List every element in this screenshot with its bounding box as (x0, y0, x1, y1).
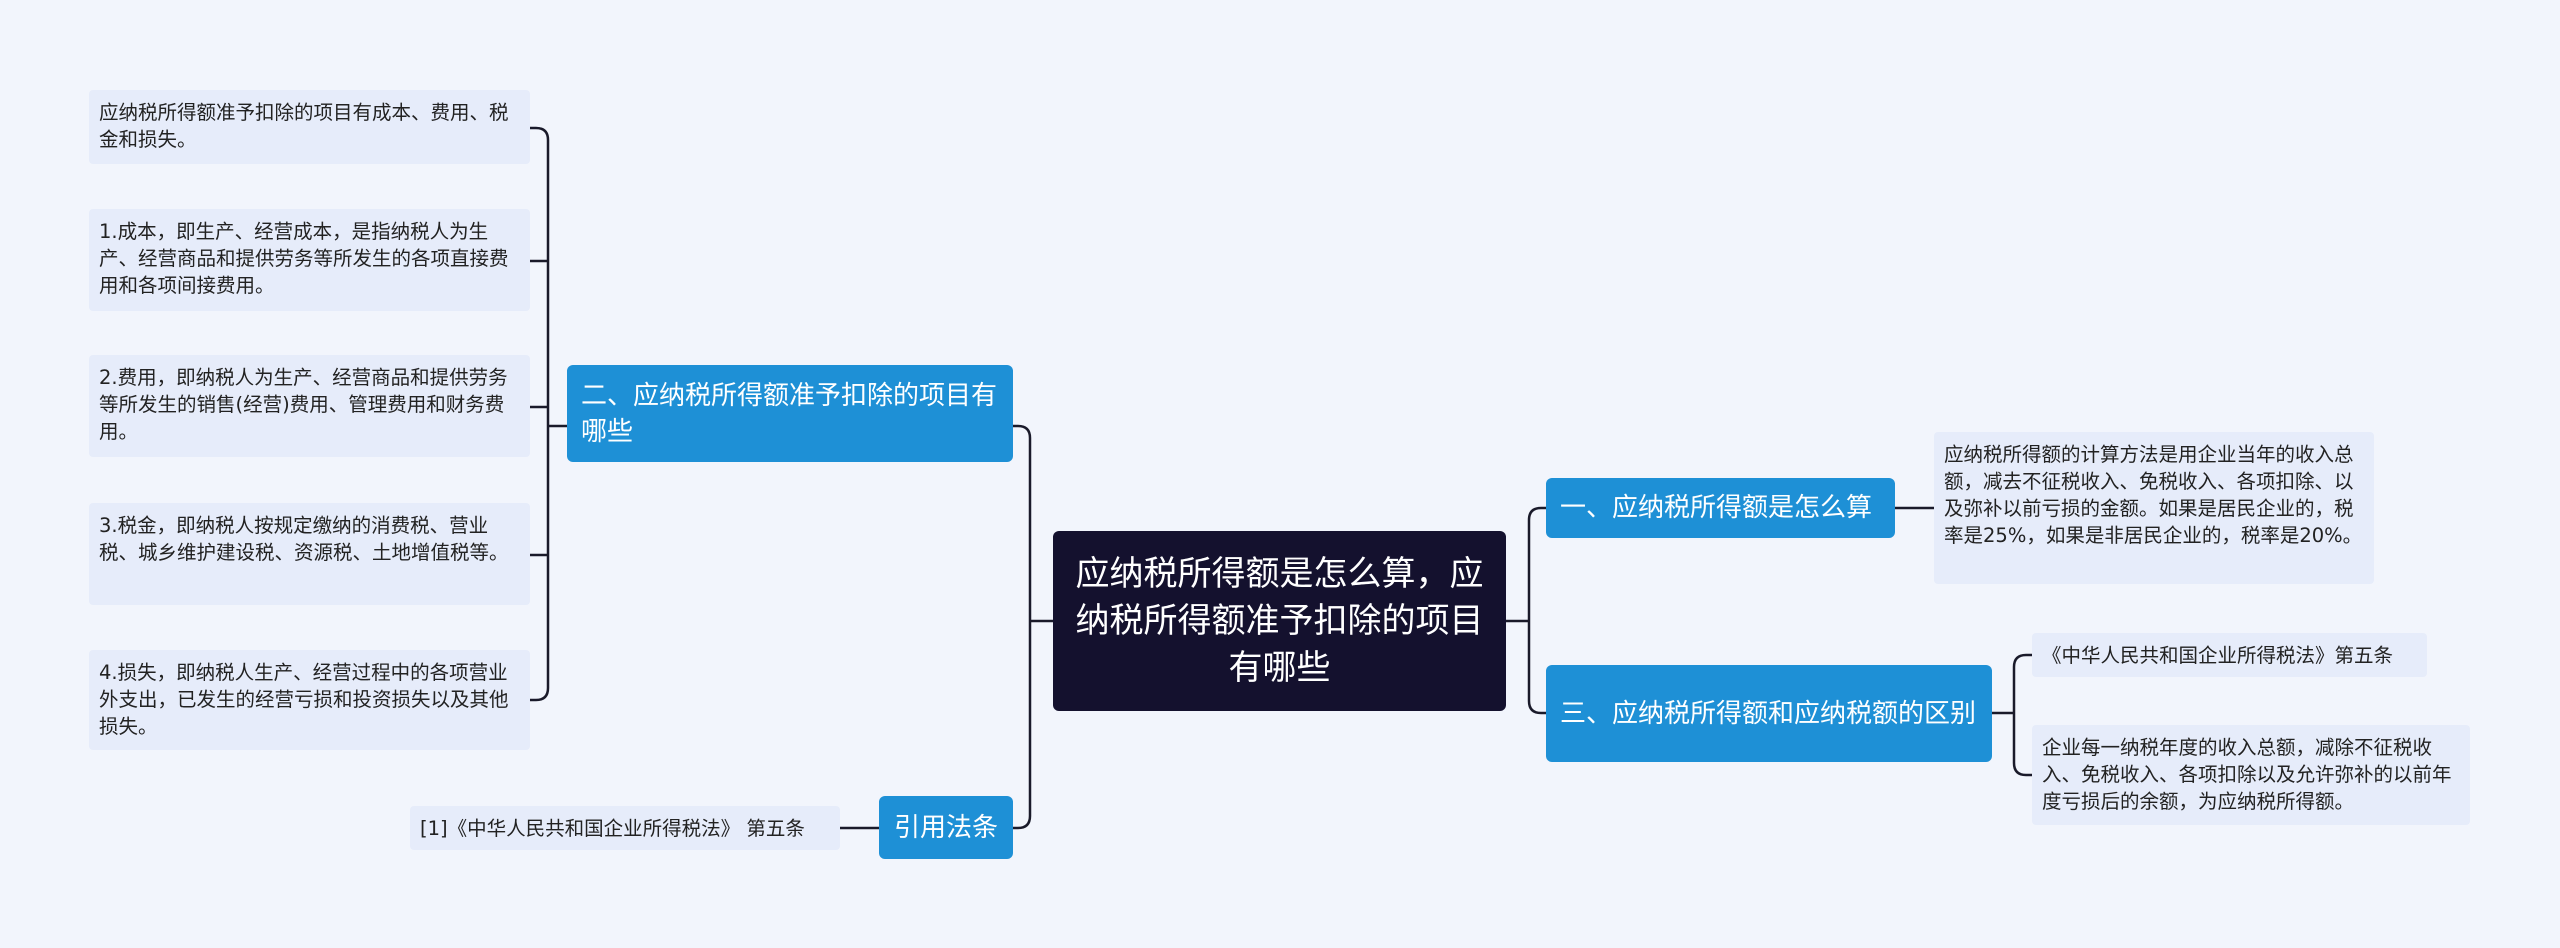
leaf-text: 2.费用，即纳税人为生产、经营商品和提供劳务等所发生的销售(经营)费用、管理费用… (99, 366, 508, 443)
connector-difference-trunk (2012, 653, 2027, 777)
connector-left-trunk (1017, 424, 1032, 830)
branch-how-to-calculate[interactable]: 一、应纳税所得额是怎么算 (1546, 478, 1895, 538)
leaf-text: 3.税金，即纳税人按规定缴纳的消费税、营业税、城乡维护建设税、资源税、土地增值税… (99, 514, 509, 564)
connector-deductible-trunk (535, 126, 550, 702)
leaf-text: 4.损失，即纳税人生产、经营过程中的各项营业外支出，已发生的经营亏损和投资损失以… (99, 661, 509, 738)
leaf-deductible-tax[interactable]: 3.税金，即纳税人按规定缴纳的消费税、营业税、城乡维护建设税、资源税、土地增值税… (89, 503, 530, 605)
branch-how-to-calculate-label: 一、应纳税所得额是怎么算 (1560, 493, 1873, 523)
leaf-deductible-expense[interactable]: 2.费用，即纳税人为生产、经营商品和提供劳务等所发生的销售(经营)费用、管理费用… (89, 355, 530, 457)
branch-difference[interactable]: 三、应纳税所得额和应纳税额的区别 (1546, 665, 1992, 762)
root-topic-label: 应纳税所得额是怎么算，应纳税所得额准予扣除的项目有哪些 (1075, 553, 1484, 688)
leaf-text: 应纳税所得额的计算方法是用企业当年的收入总额，减去不征税收入、免税收入、各项扣除… (1944, 443, 2363, 547)
branch-deductible-items-label: 二、应纳税所得额准予扣除的项目有哪些 (581, 380, 998, 447)
leaf-text: 应纳税所得额准予扣除的项目有成本、费用、税金和损失。 (99, 101, 509, 151)
leaf-text: 1.成本，即生产、经营成本，是指纳税人为生产、经营商品和提供劳务等所发生的各项直… (99, 220, 509, 297)
leaf-cited-law[interactable]: [1]《中华人民共和国企业所得税法》 第五条 (410, 806, 840, 850)
branch-cited-law-label: 引用法条 (893, 812, 998, 843)
leaf-text: 企业每一纳税年度的收入总额，减除不征税收入、免税收入、各项扣除以及允许弥补的以前… (2042, 736, 2452, 813)
branch-deductible-items[interactable]: 二、应纳税所得额准予扣除的项目有哪些 (567, 365, 1013, 462)
leaf-deductible-overview[interactable]: 应纳税所得额准予扣除的项目有成本、费用、税金和损失。 (89, 90, 530, 164)
leaf-difference-definition[interactable]: 企业每一纳税年度的收入总额，减除不征税收入、免税收入、各项扣除以及允许弥补的以前… (2032, 725, 2470, 825)
leaf-calculation-method[interactable]: 应纳税所得额的计算方法是用企业当年的收入总额，减去不征税收入、免税收入、各项扣除… (1934, 432, 2374, 584)
leaf-text: [1]《中华人民共和国企业所得税法》 第五条 (420, 816, 805, 840)
leaf-deductible-loss[interactable]: 4.损失，即纳税人生产、经营过程中的各项营业外支出，已发生的经营亏损和投资损失以… (89, 650, 530, 750)
leaf-deductible-cost[interactable]: 1.成本，即生产、经营成本，是指纳税人为生产、经营商品和提供劳务等所发生的各项直… (89, 209, 530, 311)
root-topic[interactable]: 应纳税所得额是怎么算，应纳税所得额准予扣除的项目有哪些 (1053, 531, 1506, 711)
leaf-difference-law[interactable]: 《中华人民共和国企业所得税法》第五条 (2032, 633, 2427, 677)
leaf-text: 《中华人民共和国企业所得税法》第五条 (2042, 643, 2394, 667)
branch-difference-label: 三、应纳税所得额和应纳税额的区别 (1560, 698, 1977, 729)
connector-right-trunk (1527, 506, 1542, 715)
branch-cited-law[interactable]: 引用法条 (879, 796, 1013, 859)
